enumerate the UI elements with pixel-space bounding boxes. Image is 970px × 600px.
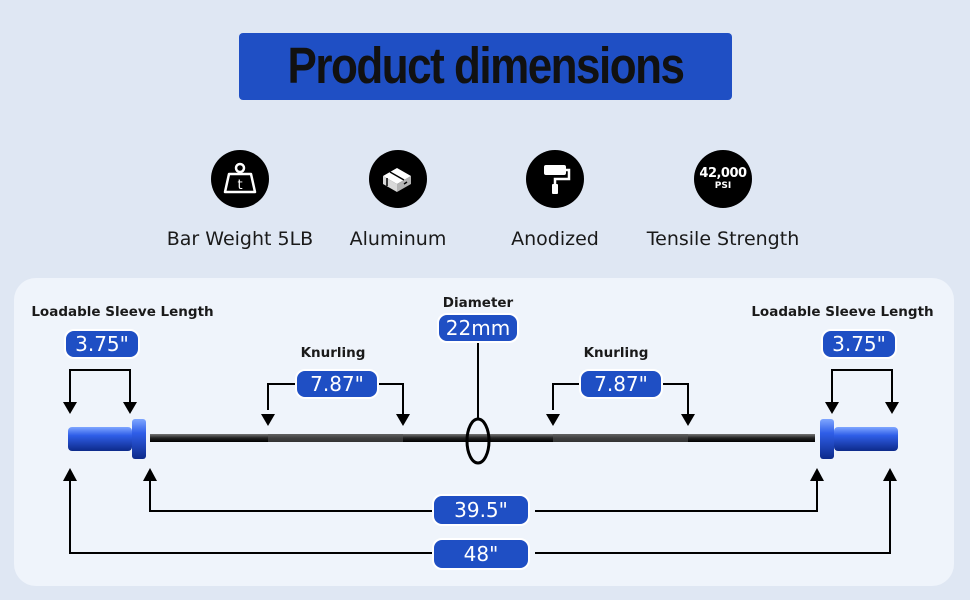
paint-roller-icon [526, 150, 584, 208]
diameter-badge: 22mm [437, 313, 519, 343]
arrow-head [883, 468, 897, 481]
arrow-head [885, 402, 899, 414]
feature-label: Anodized [511, 228, 599, 250]
sleeve-length-left-badge: 3.75" [64, 329, 140, 359]
arrow-head [396, 414, 410, 426]
sleeve-length-right-badge: 3.75" [821, 329, 897, 359]
knurling-length-left-badge: 7.87" [295, 369, 379, 399]
arrow-head [63, 402, 77, 414]
arrow-head [681, 414, 695, 426]
weight-icon: t [211, 150, 269, 208]
title-banner: Product dimensions [239, 33, 732, 100]
total-length-line-r [535, 478, 891, 554]
feature-label: Tensile Strength [646, 228, 800, 250]
inner-length-line-l [149, 478, 435, 512]
knurling-right-bracket-r [661, 383, 689, 420]
collar-right [820, 419, 834, 459]
feature-aluminum: Aluminum [313, 150, 483, 250]
sleeve-label-left: Loadable Sleeve Length [31, 304, 214, 320]
arrow-head [546, 414, 560, 426]
feature-label: Aluminum [349, 228, 447, 250]
arrow-head [143, 468, 157, 481]
sleeve-right-bracket [831, 369, 893, 405]
knurling-label-left: Knurling [300, 345, 366, 361]
knurling-right [553, 434, 688, 442]
aluminum-profile-icon [369, 150, 427, 208]
knurling-label-right: Knurling [583, 345, 649, 361]
arrow-head [810, 468, 824, 481]
feature-weight: t Bar Weight 5LB [155, 150, 325, 250]
inner-length-badge: 39.5" [432, 494, 530, 526]
sleeve-right [834, 427, 898, 451]
total-length-badge: 48" [432, 538, 530, 570]
arrow-head [123, 402, 137, 414]
psi-badge-icon: 42,000 PSI [694, 150, 752, 208]
page-title: Product dimensions [287, 37, 685, 95]
knurling-right-bracket-l [552, 383, 583, 410]
svg-text:t: t [237, 178, 242, 193]
sleeve-left [68, 427, 132, 451]
bar-shaft [150, 434, 815, 442]
arrow-head [261, 414, 275, 426]
knurling-left-bracket-l [267, 383, 298, 410]
total-length-line-l [69, 478, 435, 554]
feature-tensile: 42,000 PSI Tensile Strength [638, 150, 808, 250]
arrow-head [63, 468, 77, 481]
sleeve-label-right: Loadable Sleeve Length [751, 304, 934, 320]
feature-label: Bar Weight 5LB [166, 228, 314, 250]
knurling-length-right-badge: 7.87" [579, 369, 663, 399]
feature-anodized: Anodized [470, 150, 640, 250]
collar-left [132, 419, 146, 459]
inner-length-line-r [535, 478, 818, 512]
diameter-label: Diameter [442, 295, 514, 311]
sleeve-left-bracket [69, 369, 131, 405]
arrow-head [825, 402, 839, 414]
knurling-left-bracket-r [376, 383, 404, 420]
knurling-left [268, 434, 403, 442]
